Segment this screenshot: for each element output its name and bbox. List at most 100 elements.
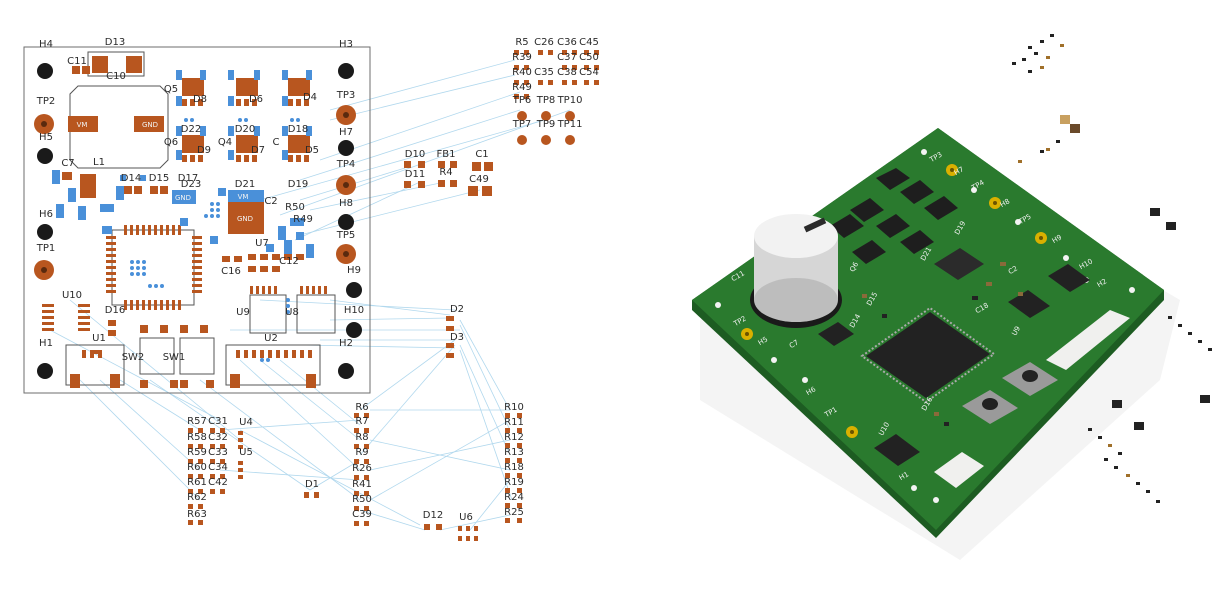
gold-test-points (741, 164, 1047, 438)
ref-label: C35 (534, 67, 554, 78)
board-outline (23, 46, 371, 394)
ref-label: R49 (293, 214, 313, 225)
ref-label: C16 (221, 266, 241, 277)
ref-label: H4 (39, 39, 53, 50)
ref-label: R18 (504, 462, 524, 473)
ref-label: D4 (303, 92, 317, 103)
silkscreen-label: U9 (1010, 325, 1022, 337)
pad-net-label: GND (237, 215, 253, 223)
silkscreen-label: H5 (757, 335, 769, 347)
pcb-2d-layout-view[interactable]: H4D13H3C11C10Q5D8D6D4TP3TP2H7H5D22D20D18… (0, 0, 616, 613)
mosfet-packages-3d (830, 168, 958, 264)
ref-label: C12 (279, 256, 299, 267)
ref-label: R59 (187, 447, 207, 458)
ref-label: H3 (339, 39, 353, 50)
tactile-switches-3d (962, 362, 1058, 424)
ref-label: L1 (93, 157, 105, 168)
ref-label: D9 (197, 145, 211, 156)
ref-label: R63 (187, 509, 207, 520)
ref-label: R8 (355, 432, 368, 443)
ref-label: D21 (235, 179, 255, 190)
ref-label: U9 (236, 307, 250, 318)
ref-label: C11 (67, 56, 87, 67)
ref-label: R60 (187, 462, 207, 473)
ref-label: C31 (208, 416, 228, 427)
ref-label: U10 (62, 290, 82, 301)
ref-label: D17 (178, 173, 198, 184)
ref-label: H8 (339, 198, 353, 209)
pcb-3d-render-view[interactable]: TP3H7TP4H8TP5H9H10H2C11TP2H5C7H6TP1U10H1… (616, 0, 1232, 613)
ref-label: U8 (285, 307, 299, 318)
ref-label: TP5 (336, 230, 356, 241)
ref-label: D6 (249, 94, 263, 105)
ref-label: C50 (579, 52, 599, 63)
back-layer-pads (52, 70, 314, 258)
ref-label: D8 (193, 94, 207, 105)
ref-label: Q6 (164, 137, 178, 148)
ref-label: H1 (39, 338, 53, 349)
mcu-package-3d (860, 306, 996, 404)
ref-label: U4 (239, 417, 253, 428)
ref-label: SW2 (122, 352, 145, 363)
ref-label: D16 (105, 305, 125, 316)
silkscreen-label: H1 (898, 470, 910, 482)
ref-label: D10 (405, 149, 425, 160)
ref-label: C (273, 137, 280, 148)
floating-components (1012, 34, 1212, 503)
ref-label: D15 (149, 173, 169, 184)
ref-label: R4 (439, 167, 452, 178)
connectors-3d (934, 310, 1130, 488)
ref-label: C39 (352, 509, 372, 520)
ref-label: R49 (512, 82, 532, 93)
d21-package-3d (934, 248, 984, 280)
ref-label: R25 (504, 507, 524, 518)
ref-label: R40 (512, 67, 532, 78)
ref-label: C10 (106, 71, 126, 82)
ref-label: TP3 (336, 90, 356, 101)
pad-net-label: GND (175, 194, 191, 202)
mounting-holes (37, 63, 362, 379)
ref-label: U7 (255, 238, 269, 249)
ref-label: D22 (181, 124, 201, 135)
ref-label: U6 (459, 512, 473, 523)
ref-label: TP7 (512, 119, 532, 130)
ref-label: H10 (344, 305, 364, 316)
ref-label: R50 (285, 202, 305, 213)
ref-label: R50 (352, 494, 372, 505)
ref-label: U2 (264, 333, 278, 344)
ref-label: C2 (264, 196, 277, 207)
ref-label: D14 (121, 173, 141, 184)
silkscreen-label: C2 (1007, 264, 1019, 276)
ref-label: C33 (208, 447, 228, 458)
ref-label: C7 (61, 158, 74, 169)
electrolytic-capacitor-3d (750, 214, 842, 328)
ref-label: R12 (504, 432, 524, 443)
ref-label: C49 (469, 174, 489, 185)
ref-label: D3 (450, 332, 464, 343)
ref-label: TP10 (557, 95, 583, 106)
ref-label: D18 (288, 124, 308, 135)
ref-label: C38 (557, 67, 577, 78)
ref-label: Q4 (218, 137, 232, 148)
ref-label: C32 (208, 432, 228, 443)
ref-label: D1 (305, 479, 319, 490)
ref-label: R11 (504, 417, 524, 428)
silkscreen-label: H9 (1051, 233, 1063, 245)
passives-3d (862, 262, 1023, 426)
ref-label: R5 (515, 37, 528, 48)
ref-label: R13 (504, 447, 524, 458)
ref-label: C1 (475, 149, 488, 160)
ref-label: C37 (557, 52, 577, 63)
ref-label: H9 (347, 265, 361, 276)
ref-label: TP1 (36, 243, 56, 254)
ref-label: R26 (352, 463, 372, 474)
small-ics-3d (818, 264, 1090, 466)
silkscreen-label: H7 (953, 165, 965, 177)
ref-label: TP11 (557, 119, 583, 130)
silkscreen-label: H8 (999, 197, 1011, 209)
ref-label: R57 (187, 416, 207, 427)
pad-net-label: GND (142, 121, 158, 129)
